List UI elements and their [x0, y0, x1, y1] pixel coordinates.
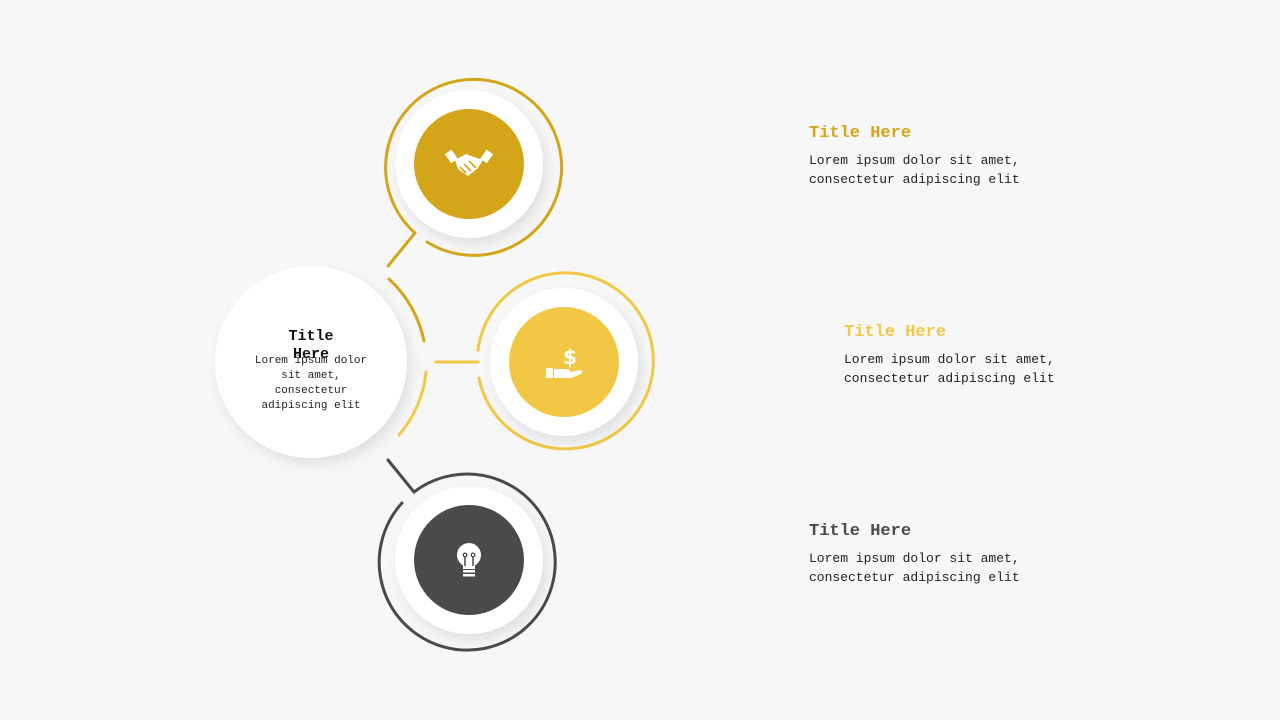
node-1	[384, 77, 564, 257]
item-2-title: Title Here	[844, 323, 947, 342]
connector-line-gold	[386, 231, 417, 268]
center-text-block: Title Here Lorem ipsum dolor sit amet, c…	[246, 328, 376, 414]
item-2-body-line-1: Lorem ipsum dolor sit amet,	[844, 352, 1055, 367]
connector-arc-gold	[387, 277, 426, 343]
money-hand-icon: $	[546, 345, 583, 378]
node-3	[377, 472, 557, 652]
item-3-text: Title Here Lorem ipsum dolor sit amet, c…	[809, 522, 1109, 587]
item-2-text: Title Here Lorem ipsum dolor sit amet, c…	[844, 323, 1144, 388]
item-3-body-line-2: consectetur adipiscing elit	[809, 570, 1020, 585]
item-3-body-line-1: Lorem ipsum dolor sit amet,	[809, 551, 1020, 566]
item-1-body-line-1: Lorem ipsum dolor sit amet,	[809, 153, 1020, 168]
node-2-inner-disc	[509, 307, 619, 417]
item-3-title: Title Here	[809, 522, 912, 541]
item-3-body: Lorem ipsum dolor sit amet, consectetur …	[809, 549, 1109, 587]
node-2-ring	[476, 271, 655, 451]
connector-arc-yellow	[397, 370, 428, 437]
center-circle	[215, 266, 407, 458]
item-1-text: Title Here Lorem ipsum dolor sit amet, c…	[809, 124, 1109, 189]
item-2-body: Lorem ipsum dolor sit amet, consectetur …	[844, 350, 1144, 388]
connector-line-dark	[386, 458, 416, 494]
node-2: $	[476, 271, 655, 451]
item-1-body-line-2: consectetur adipiscing elit	[809, 172, 1020, 187]
center-title: Title Here	[288, 328, 334, 363]
item-1-body: Lorem ipsum dolor sit amet, consectetur …	[809, 151, 1109, 189]
center-body: Lorem ipsum dolor sit amet, consectetur …	[254, 355, 368, 412]
handshake-icon	[444, 149, 494, 176]
item-1-title: Title Here	[809, 124, 912, 143]
svg-text:$: $	[563, 345, 577, 369]
item-2-body-line-2: consectetur adipiscing elit	[844, 371, 1055, 386]
node-1-ring	[384, 77, 564, 257]
lightbulb-icon	[457, 543, 481, 577]
node-3-ring	[377, 472, 557, 652]
